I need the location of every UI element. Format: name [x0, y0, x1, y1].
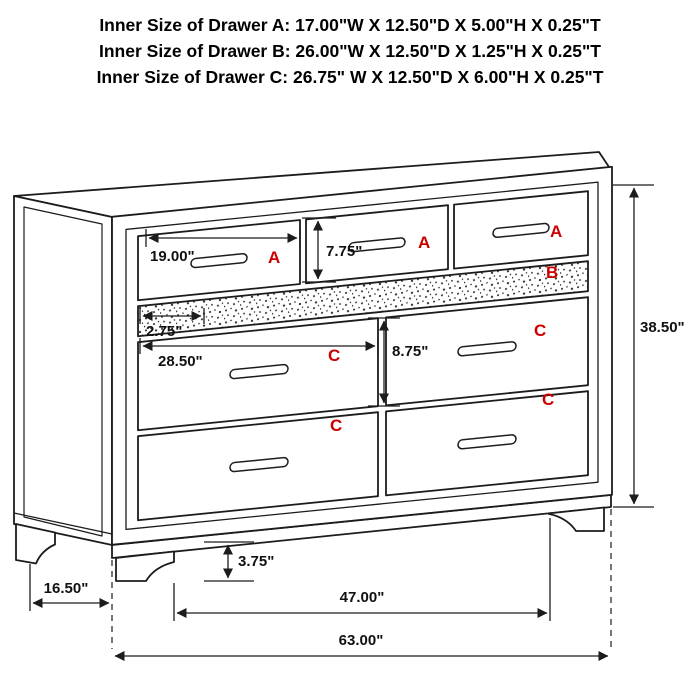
dimension-labels: 19.00" 7.75" 2.75" 28.50" 8.75" 38.50" 3… [44, 243, 685, 649]
drawer-handle-icon [492, 222, 550, 239]
drawer-handle-icon [190, 252, 248, 269]
drawer-handle-icon [457, 434, 517, 450]
drawer-label-a2: A [418, 233, 430, 252]
cabinet-side-inner-frame [23, 206, 103, 537]
drawer-handle-icon [348, 237, 406, 253]
dimension-side-depth [29, 564, 110, 611]
dresser-diagram: 19.00" 7.75" 2.75" 28.50" 8.75" 38.50" 3… [13, 151, 685, 661]
dim-label-drawer-c-height: 8.75" [392, 343, 428, 360]
front-left-foot [115, 550, 175, 582]
dimension-drawer-b-height [139, 308, 205, 324]
spec-line-drawer-a: Inner Size of Drawer A: 17.00"W X 12.50"… [99, 15, 601, 35]
dim-label-overall-height: 38.50" [640, 319, 685, 336]
dim-label-drawer-a-width: 19.00" [150, 248, 195, 265]
dimension-foot-height [204, 541, 254, 582]
spec-line-drawer-c: Inner Size of Drawer C: 26.75" W X 12.50… [96, 67, 604, 87]
dimension-drawer-c-height [368, 317, 400, 407]
drawer-letter-labels: A A A B C C C C [268, 222, 562, 435]
dimension-drawer-c-width [139, 338, 379, 354]
dim-label-overall-width: 63.00" [339, 632, 384, 649]
drawer-handles [190, 222, 550, 473]
drawer-label-c-right-bottom: C [542, 390, 554, 409]
cabinet-body [13, 151, 613, 582]
drawer-handle-icon [457, 341, 517, 357]
front-face [111, 165, 613, 546]
dimension-lines [29, 184, 654, 661]
drawer-label-a1: A [268, 248, 280, 267]
back-side-foot [15, 523, 56, 565]
spec-line-drawer-b: Inner Size of Drawer B: 26.00"W X 12.50"… [99, 41, 601, 61]
dim-label-drawer-a-height: 7.75" [326, 243, 362, 260]
dimension-drawer-a-width [145, 229, 301, 247]
drawer-label-c-left-bottom: C [330, 416, 342, 435]
drawer-label-b: B [546, 263, 558, 282]
dim-label-drawer-b-height: 2.75" [146, 323, 182, 340]
front-right-foot [548, 506, 605, 532]
drawer-label-c-left-top: C [328, 346, 340, 365]
drawer-label-c-right-top: C [534, 321, 546, 340]
dimension-drawer-a-height [302, 217, 336, 283]
dimension-overall-height [613, 184, 654, 508]
dimension-overall-width [111, 509, 612, 661]
dimension-leg-span [173, 518, 551, 621]
drawer-handle-icon [229, 363, 289, 380]
dim-label-side-depth: 16.50" [44, 580, 89, 597]
drawer-b-jeweled-front [137, 260, 589, 338]
cabinet-side-base-line [13, 512, 113, 535]
spec-header: Inner Size of Drawer A: 17.00"W X 12.50"… [0, 0, 700, 90]
dim-label-leg-span: 47.00" [340, 589, 385, 606]
front-face-inner-frame [125, 181, 599, 531]
drawer-handle-icon [229, 456, 289, 473]
drawer-label-a3: A [550, 222, 562, 241]
dim-label-drawer-c-width: 28.50" [158, 353, 203, 370]
cabinet-side-panel [13, 195, 113, 546]
dim-label-foot-height: 3.75" [238, 553, 274, 570]
